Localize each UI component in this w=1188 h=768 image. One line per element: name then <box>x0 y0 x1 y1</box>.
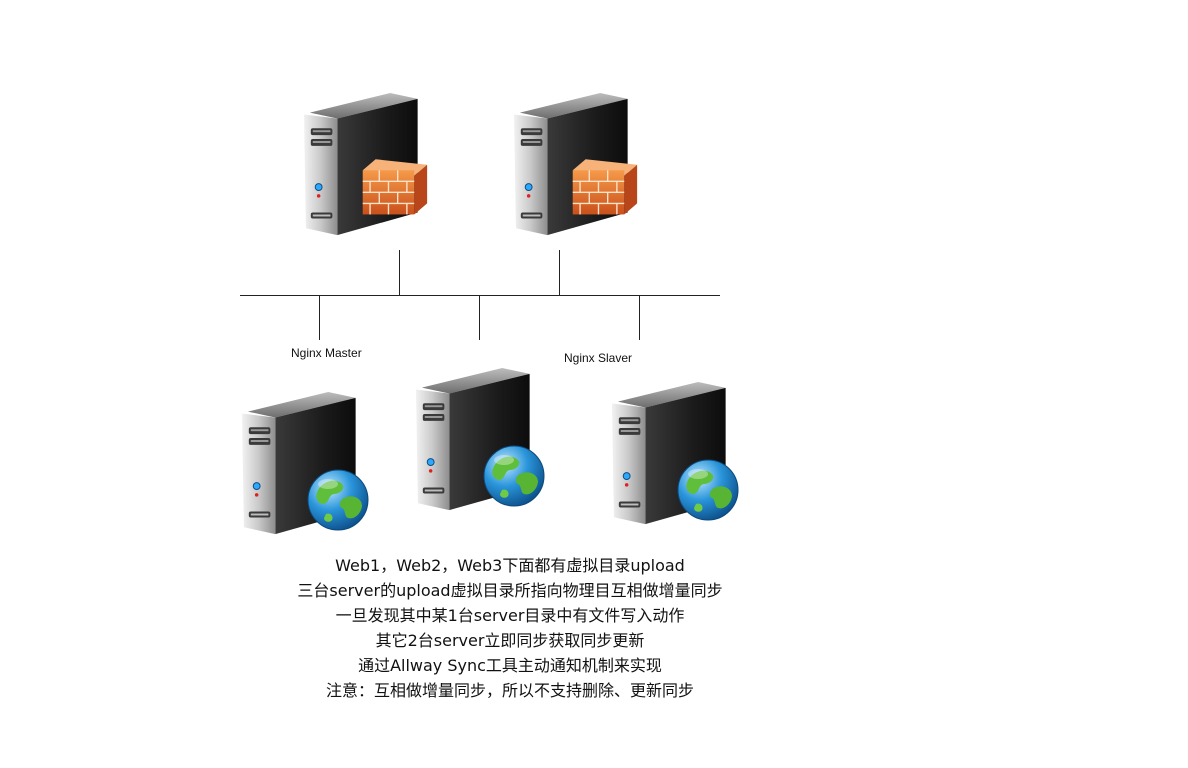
nginx-master-label: Nginx Master <box>291 346 362 360</box>
description-text: Web1，Web2，Web3下面都有虚拟目录upload 三台server的up… <box>210 553 810 703</box>
description-line: 注意：互相做增量同步，所以不支持删除、更新同步 <box>325 681 694 700</box>
web2-server-icon <box>415 367 545 511</box>
web3-server-icon <box>611 381 739 525</box>
web1-server-icon <box>241 391 369 535</box>
network-lines <box>240 250 720 340</box>
description-line: 一旦发现其中某1台server目录中有文件写入动作 <box>335 606 685 625</box>
description-line: 三台server的upload虚拟目录所指向物理目互相做增量同步 <box>297 581 723 600</box>
nginx-slaver-label: Nginx Slaver <box>564 351 633 365</box>
description-line: 通过Allway Sync工具主动通知机制来实现 <box>358 656 662 675</box>
nginx-master-server-icon <box>303 92 428 236</box>
description-line: 其它2台server立即同步获取同步更新 <box>375 631 645 650</box>
description-line: Web1，Web2，Web3下面都有虚拟目录upload <box>335 556 685 575</box>
nginx-slaver-server-icon <box>513 92 638 236</box>
